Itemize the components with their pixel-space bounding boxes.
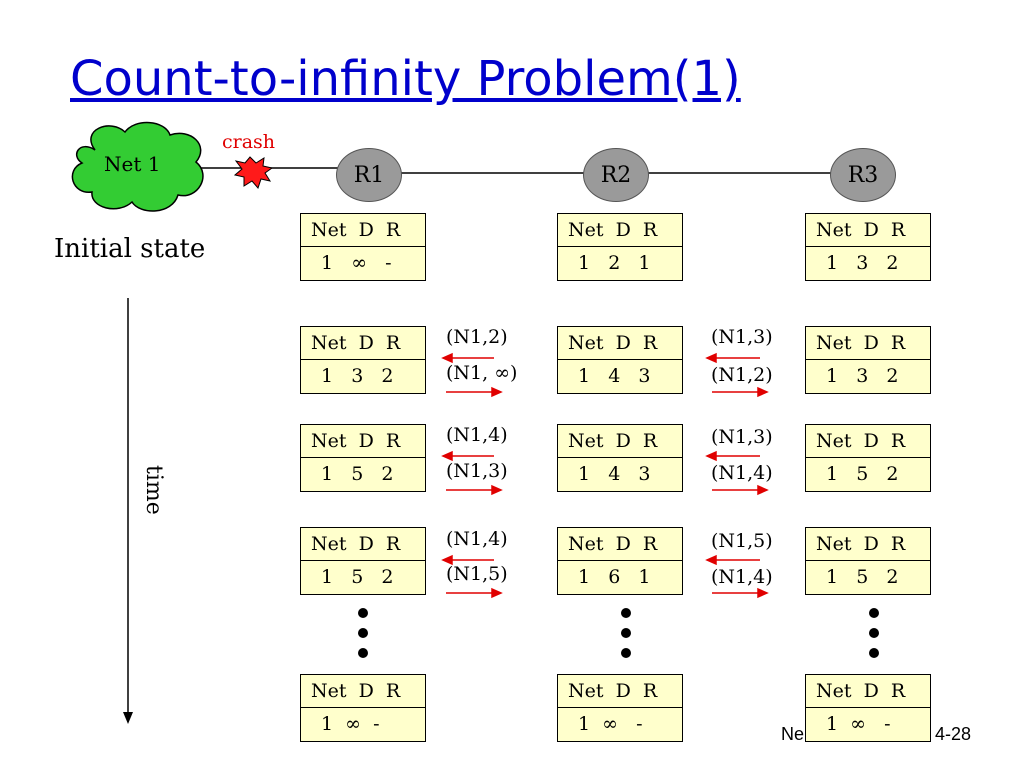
router-r2: R2: [583, 148, 649, 202]
table-row: 1 ∞ -: [578, 713, 643, 735]
table-header: Net D R: [558, 425, 682, 458]
routing-table-r2: Net D R 1 ∞ -: [557, 674, 683, 742]
routing-table-r2: Net D R 1 4 3: [557, 424, 683, 492]
routing-table-r1: Net D R 1 5 2: [300, 424, 426, 492]
table-header: Net D R: [558, 214, 682, 247]
message-label: (N1,4): [446, 528, 508, 550]
message-label: (N1,2): [446, 326, 508, 348]
message-label: (N1,3): [711, 426, 773, 448]
table-header: Net D R: [301, 214, 425, 247]
crash-label: crash: [222, 131, 276, 153]
message-label: (N1,4): [446, 424, 508, 446]
routing-table-r3: Net D R 1 3 2: [805, 326, 931, 394]
page-number: 4-28: [935, 724, 972, 744]
time-arrow-head: [123, 712, 133, 724]
table-row: 1 ∞ -: [826, 713, 891, 735]
table-row: 1 3 2: [826, 252, 899, 274]
table-row: 1 5 2: [826, 566, 899, 588]
routing-table-r1: Net D R 1 3 2: [300, 326, 426, 394]
initial-state-label: Initial state: [54, 234, 206, 264]
routing-table-r3: Net D R 1 ∞ -: [805, 674, 931, 742]
table-row: 1 5 2: [321, 463, 394, 485]
routing-table-r1: Net D R 1 5 2: [300, 527, 426, 595]
table-header: Net D R: [558, 327, 682, 360]
table-row: 1 ∞ -: [321, 252, 392, 274]
table-row: 1 3 2: [321, 365, 394, 387]
routing-table-r3: Net D R 1 3 2: [805, 213, 931, 281]
routing-table-r1: Net D R 1 ∞ -: [300, 213, 426, 281]
table-header: Net D R: [806, 528, 930, 561]
crash-icon: [233, 156, 274, 189]
message-label: (N1,4): [711, 462, 773, 484]
ellipsis-dots: [358, 608, 368, 668]
routing-table-r2: Net D R 1 4 3: [557, 326, 683, 394]
table-header: Net D R: [301, 675, 425, 708]
table-header: Net D R: [558, 528, 682, 561]
ellipsis-dots: [869, 608, 879, 668]
table-row: 1 2 1: [578, 252, 651, 274]
table-row: 1 4 3: [578, 463, 651, 485]
table-row: 1 5 2: [321, 566, 394, 588]
message-label: (N1,3): [446, 460, 508, 482]
table-header: Net D R: [301, 425, 425, 458]
table-row: 1 ∞ -: [321, 713, 380, 735]
message-label: (N1, ∞): [446, 362, 518, 384]
table-header: Net D R: [301, 528, 425, 561]
router-r1: R1: [336, 148, 402, 202]
message-label: (N1,5): [446, 563, 508, 585]
net1-cloud: [71, 121, 204, 212]
router-r3: R3: [830, 148, 896, 202]
message-arrows: [441, 352, 769, 599]
table-header: Net D R: [558, 675, 682, 708]
table-header: Net D R: [301, 327, 425, 360]
table-row: 1 6 1: [578, 566, 651, 588]
table-row: 1 4 3: [578, 365, 651, 387]
message-label: (N1,4): [711, 566, 773, 588]
table-row: 1 3 2: [826, 365, 899, 387]
routing-table-r2: Net D R 1 2 1: [557, 213, 683, 281]
table-header: Net D R: [806, 214, 930, 247]
slide-title: Count-to-infinity Problem(1): [70, 51, 741, 107]
routing-table-r3: Net D R 1 5 2: [805, 527, 931, 595]
routing-table-r3: Net D R 1 5 2: [805, 424, 931, 492]
time-label: time: [141, 465, 166, 515]
net1-label: Net 1: [104, 152, 161, 176]
table-header: Net D R: [806, 675, 930, 708]
message-label: (N1,2): [711, 364, 773, 386]
ellipsis-dots: [621, 608, 631, 668]
message-label: (N1,3): [711, 326, 773, 348]
table-header: Net D R: [806, 425, 930, 458]
slide-footer: Ne: [781, 724, 805, 744]
routing-table-r1: Net D R 1 ∞ -: [300, 674, 426, 742]
message-label: (N1,5): [711, 530, 773, 552]
table-row: 1 5 2: [826, 463, 899, 485]
table-header: Net D R: [806, 327, 930, 360]
routing-table-r2: Net D R 1 6 1: [557, 527, 683, 595]
